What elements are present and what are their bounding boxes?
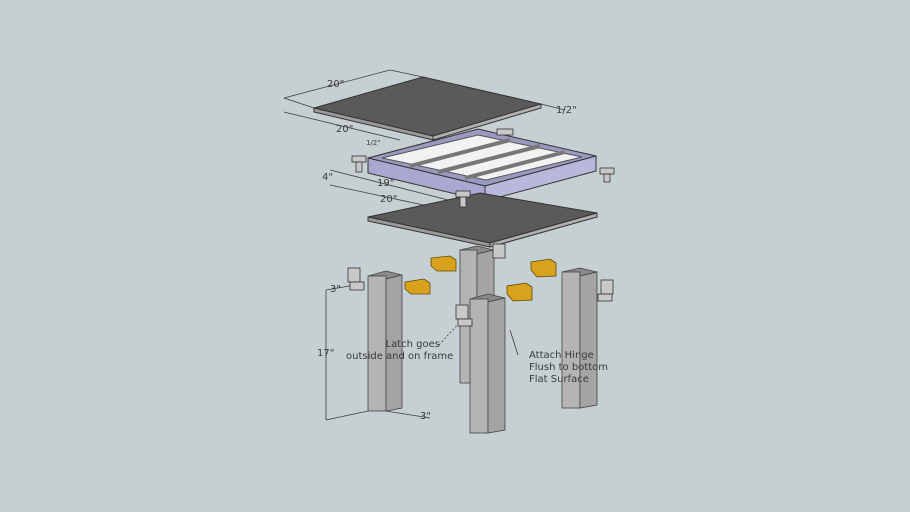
hinge-annotation-line: Flat Surface [529, 374, 589, 385]
latch-icon [599, 167, 615, 175]
latch-icon [455, 304, 469, 320]
hinge-icon [506, 282, 533, 302]
leg-right [561, 267, 598, 409]
dim-leg-height: 17" [317, 348, 335, 359]
dim-top-thickness: 1/2" [556, 105, 577, 116]
dim-leg-width: 3" [330, 284, 341, 295]
latch-icon [600, 279, 614, 295]
dim-frame-outer: 20" [380, 194, 398, 205]
latch-icon [347, 267, 361, 283]
hinge-annotation-line: Attach Hinge [529, 350, 594, 361]
latch-icon [496, 128, 514, 136]
leg-left [367, 270, 403, 412]
legs [367, 245, 598, 434]
table-top-panel [312, 76, 543, 141]
hinge-annotation-line: Flush to bottom [529, 362, 608, 373]
latch-annotation: Latch goes outside and on frame [346, 339, 454, 363]
hinge-icon [530, 258, 557, 278]
latch-annotation-line: Latch goes [385, 339, 440, 350]
bottom-panel [367, 192, 598, 248]
dim-top-depth: 20" [336, 124, 354, 135]
leg-front-center [469, 293, 506, 434]
frame [367, 128, 597, 202]
hinge-icon [404, 278, 431, 295]
dim-top-width: 20" [327, 79, 345, 90]
dim-leg-depth: 3" [420, 411, 431, 422]
dim-frame-inner: 19" [377, 178, 395, 189]
dim-frame-thickness: 1/2" [366, 139, 381, 147]
hinge-annotation: Attach Hinge Flush to bottom Flat Surfac… [529, 350, 608, 386]
latch-icon [455, 190, 471, 198]
hinge-icon [430, 255, 457, 272]
latches [347, 128, 615, 327]
dimension-lines [283, 69, 566, 421]
hinges [404, 255, 557, 302]
latch-annotation-line: outside and on frame [346, 351, 454, 362]
dim-frame-height: 4" [322, 172, 333, 183]
latch-icon [351, 155, 367, 163]
latch-icon [492, 243, 506, 259]
